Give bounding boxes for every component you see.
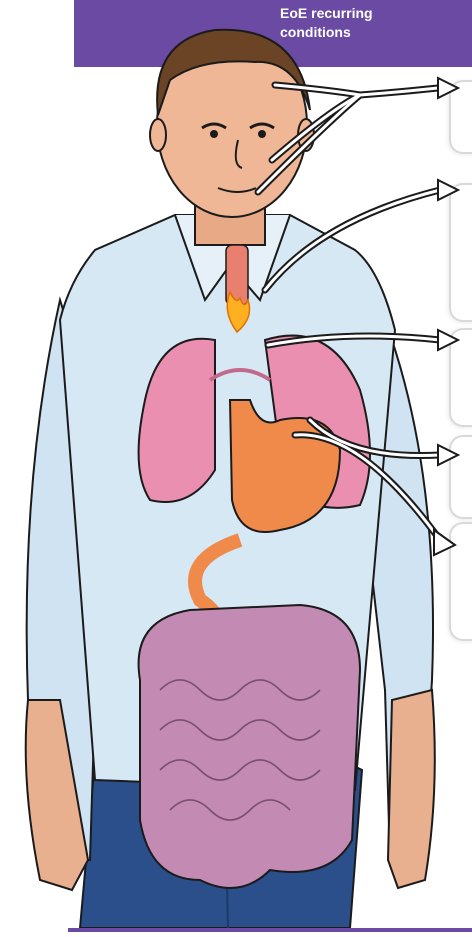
intestines-icon <box>139 605 360 888</box>
arrow-heads <box>434 78 458 555</box>
bottom-divider <box>68 928 472 932</box>
face-icon <box>150 30 314 217</box>
